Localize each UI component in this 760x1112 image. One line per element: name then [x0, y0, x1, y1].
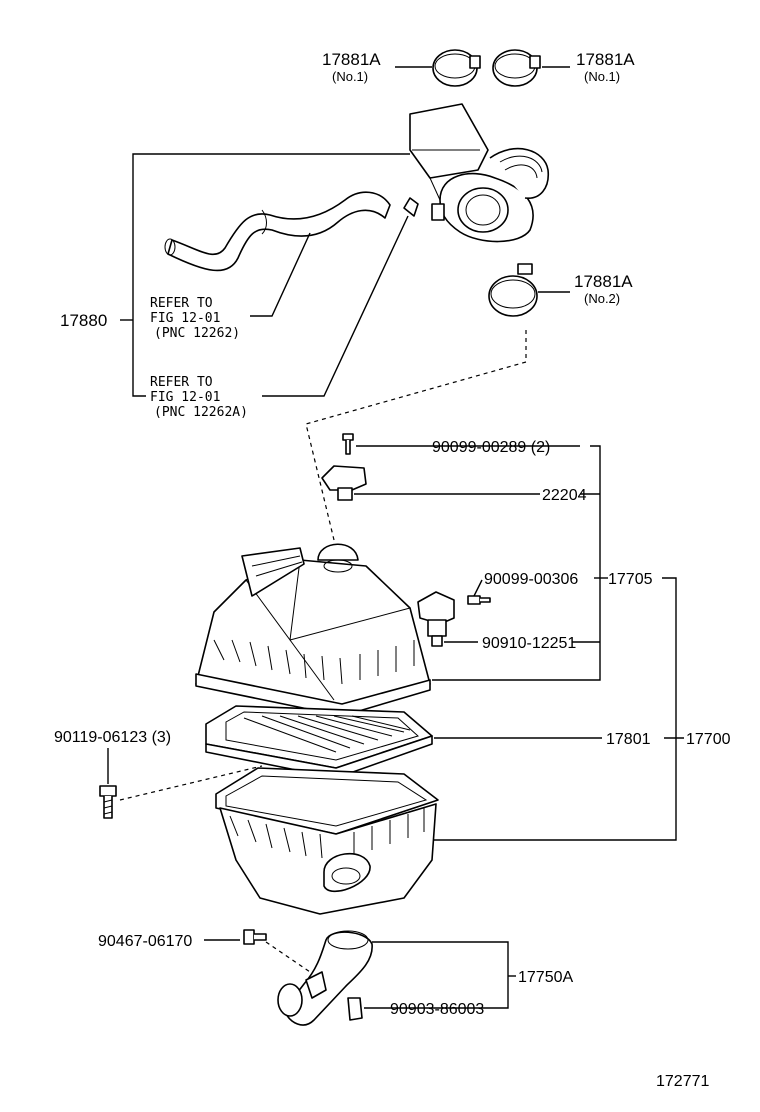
label-clamp-left: 17881A — [322, 50, 381, 69]
air-inlet-duct[interactable] — [277, 930, 373, 1026]
ref1-line1: REFER TO — [150, 296, 213, 311]
vsv-valve[interactable] — [417, 591, 455, 647]
label-valve: 90910-12251 — [482, 635, 576, 652]
figure-number: 172771 — [656, 1073, 709, 1090]
bolt-left[interactable] — [99, 785, 117, 819]
label-sensor: 22204 — [542, 487, 587, 504]
intake-air-temp-sensor[interactable] — [321, 465, 367, 501]
label-hose-assy: 17880 — [60, 311, 107, 330]
air-cleaner-cap[interactable] — [195, 543, 431, 717]
label-bolt-bottom: 90467-06170 — [98, 933, 192, 950]
clip[interactable] — [347, 997, 363, 1021]
label-clamp-right: 17881A — [576, 50, 635, 69]
clamp-no1-left[interactable] — [432, 49, 481, 87]
hose-connector — [403, 197, 419, 217]
label-element: 17801 — [606, 731, 651, 748]
label-inlet-assy: 17750A — [518, 969, 573, 986]
label-cleaner-assy: 17700 — [686, 731, 731, 748]
bolt-bottom[interactable] — [243, 929, 267, 945]
air-cleaner-case[interactable] — [215, 767, 439, 915]
ref2-line2: FIG 12-01 — [150, 390, 220, 405]
air-filter-element[interactable] — [205, 705, 433, 779]
screw-top[interactable] — [342, 433, 354, 455]
clamp-no1-right[interactable] — [492, 49, 541, 87]
screw-mid[interactable] — [467, 595, 491, 605]
ref1-line2: FIG 12-01 — [150, 311, 220, 326]
ref2-line3: (PNC 12262A) — [154, 405, 248, 420]
label-screw-mid: 90099-00306 — [484, 571, 578, 588]
ref2-line1: REFER TO — [150, 375, 213, 390]
ref1-line3: (PNC 12262) — [154, 326, 240, 341]
intake-hose-assembly[interactable] — [409, 103, 550, 243]
label-bolt-left: 90119-06123 (3) — [54, 729, 171, 746]
air-hose — [164, 191, 391, 272]
label-screw-top: 90099-00289 (2) — [432, 439, 550, 456]
label-clip: 90903-86003 — [390, 1001, 484, 1018]
label-cap-assy: 17705 — [608, 571, 653, 588]
label-clamp-right-sub: (No.1) — [584, 69, 620, 84]
label-clamp-no2-sub: (No.2) — [584, 291, 620, 306]
label-clamp-no2: 17881A — [574, 272, 633, 291]
clamp-no2[interactable] — [488, 263, 538, 317]
label-clamp-left-sub: (No.1) — [332, 69, 368, 84]
